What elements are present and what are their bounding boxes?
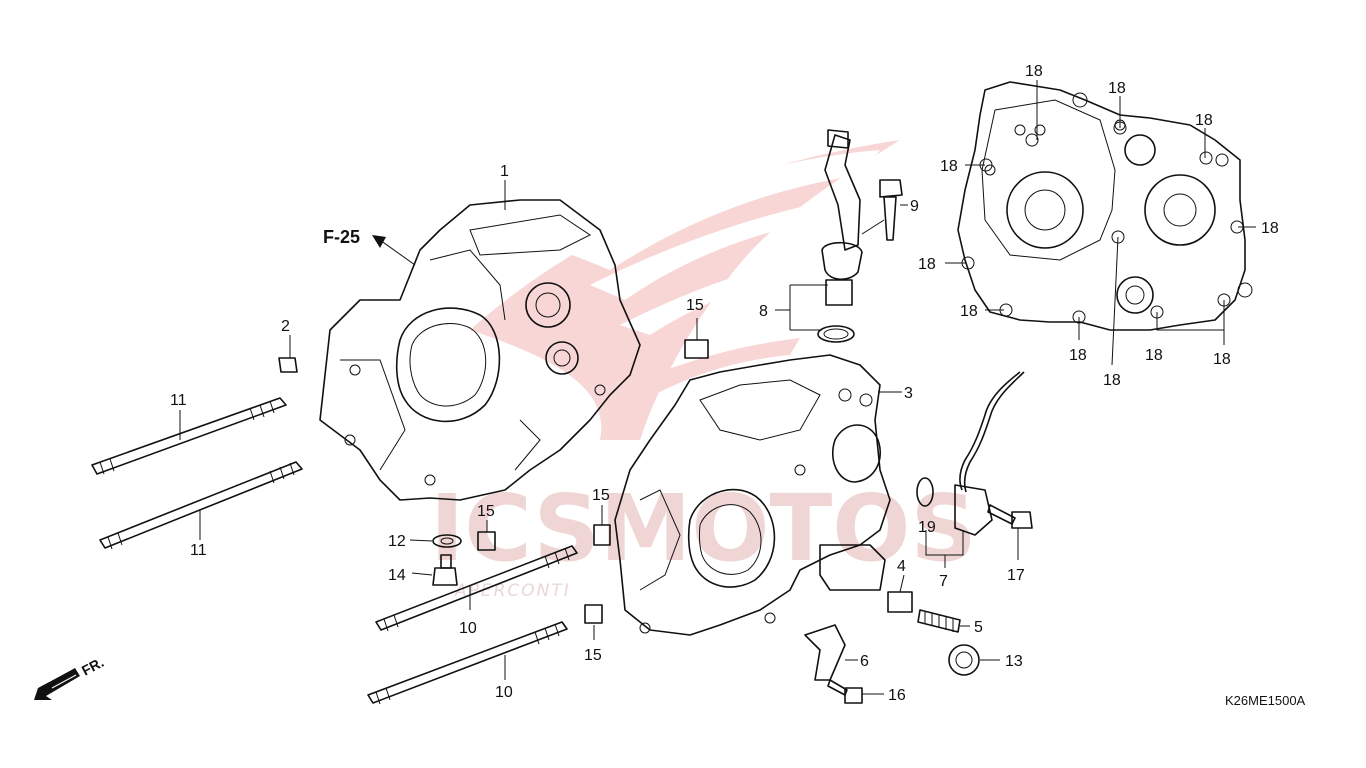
front-arrow-icon <box>34 668 80 700</box>
callout-10-upper: 10 <box>459 620 477 637</box>
oil-seal-13 <box>948 644 980 676</box>
callout-18-b: 18 <box>1108 80 1126 97</box>
callout-10-lower: 10 <box>495 684 513 701</box>
direction-label: FR. <box>79 654 106 679</box>
callout-11-lower: 11 <box>190 542 207 559</box>
watermark-tagline-prefix: APERCONTI <box>454 581 571 601</box>
callout-17: 17 <box>1007 567 1025 584</box>
bolt-17 <box>987 504 1033 529</box>
callout-18-d: 18 <box>940 158 958 175</box>
callout-15-left: 15 <box>477 503 495 520</box>
washer-12 <box>432 534 462 548</box>
front-direction-indicator: FR. <box>34 654 106 700</box>
stud-10b <box>367 621 568 704</box>
callout-6: 6 <box>860 653 869 670</box>
callout-18-j: 18 <box>1213 351 1231 368</box>
reference-label: F-25 <box>323 227 360 247</box>
speed-sensor <box>817 129 863 343</box>
dowel-pins <box>477 339 709 624</box>
callout-3: 3 <box>904 385 913 402</box>
callout-18-f: 18 <box>918 256 936 273</box>
watermark-wing-logo <box>470 140 900 440</box>
callout-18-k: 18 <box>1103 372 1121 389</box>
spring-5 <box>917 609 961 633</box>
leader-lines <box>179 80 1256 695</box>
callout-11-upper: 11 <box>170 392 187 409</box>
callout-9: 9 <box>910 198 919 215</box>
callout-19: 19 <box>918 519 936 536</box>
dowel-2 <box>278 357 298 373</box>
callout-labels: 1 2 3 4 5 6 7 8 9 10 10 11 11 12 13 14 1… <box>170 63 1279 704</box>
callout-15-bottom: 15 <box>584 647 602 664</box>
stud-11a <box>91 397 287 475</box>
callout-18-g: 18 <box>960 303 978 320</box>
bolt-9 <box>879 179 903 241</box>
neutral-switch <box>916 371 1025 536</box>
callout-5: 5 <box>974 619 983 636</box>
callout-14: 14 <box>388 567 406 584</box>
callout-18-c: 18 <box>1195 112 1213 129</box>
callout-16: 16 <box>888 687 906 704</box>
left-crankcase <box>319 199 641 501</box>
callout-18-h: 18 <box>1069 347 1087 364</box>
studs <box>91 397 578 705</box>
callout-1: 1 <box>500 163 509 180</box>
callout-8: 8 <box>759 303 768 320</box>
collar-4 <box>887 591 913 613</box>
small-parts-right <box>804 591 980 704</box>
callout-18-i: 18 <box>1145 347 1163 364</box>
bolt-16 <box>844 687 863 704</box>
callout-18-a: 18 <box>1025 63 1043 80</box>
callout-4: 4 <box>897 558 906 575</box>
right-crankcase <box>614 354 891 636</box>
stud-10a <box>375 545 578 631</box>
callout-2: 2 <box>281 318 290 335</box>
watermark: ICSMOTOS APERCONTI <box>430 140 977 601</box>
callout-15-top: 15 <box>686 297 704 314</box>
callout-15-mid: 15 <box>592 487 610 504</box>
stud-11b <box>99 461 303 549</box>
callout-13: 13 <box>1005 653 1023 670</box>
callout-7: 7 <box>939 573 948 590</box>
callout-12: 12 <box>388 533 406 550</box>
watermark-text: ICSMOTOS <box>430 475 977 582</box>
callout-18-e: 18 <box>1261 220 1279 237</box>
reference-arrow: F-25 <box>323 227 416 266</box>
drawing-code: K26ME1500A <box>1225 693 1306 708</box>
stopper-plate-6 <box>804 624 846 681</box>
